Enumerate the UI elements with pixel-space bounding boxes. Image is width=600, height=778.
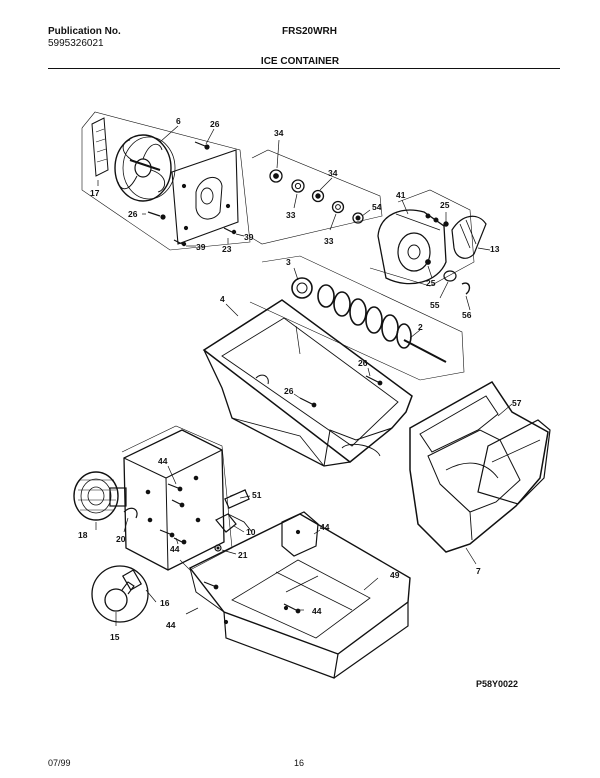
frame-leader-lines bbox=[465, 403, 513, 565]
callout-4: 4 bbox=[220, 294, 225, 304]
model-number: FRS20WRH bbox=[282, 26, 338, 37]
motor-bracket-box bbox=[123, 429, 225, 571]
callout-44-motor-bottom: 44 bbox=[170, 544, 180, 554]
part-44-plate bbox=[281, 511, 319, 557]
part-4-ice-bucket bbox=[202, 299, 413, 467]
part-3-ring bbox=[291, 277, 313, 299]
callout-44-tray: 44 bbox=[312, 606, 322, 616]
housing-leader-lines bbox=[401, 199, 491, 311]
part-33-upper bbox=[291, 179, 305, 193]
callout-23: 23 bbox=[222, 244, 232, 254]
callout-17: 17 bbox=[90, 188, 100, 198]
part-17-strip bbox=[91, 117, 109, 177]
callout-55: 55 bbox=[430, 300, 440, 310]
callout-51: 51 bbox=[252, 490, 262, 500]
callout-25-bottom: 25 bbox=[426, 278, 436, 288]
motor-leader-lines bbox=[95, 465, 179, 545]
callout-21: 21 bbox=[238, 550, 248, 560]
screws-44-motor bbox=[159, 483, 187, 545]
spacer-leader-lines bbox=[276, 139, 371, 231]
callout-44-motor-top: 44 bbox=[158, 456, 168, 466]
callout-26-bucket-upper: 26 bbox=[358, 358, 368, 368]
callout-2: 2 bbox=[418, 322, 423, 332]
screws-26-39 bbox=[147, 141, 237, 247]
header-rule bbox=[48, 68, 560, 69]
part-54-washer bbox=[352, 212, 364, 224]
callout-20: 20 bbox=[116, 534, 126, 544]
callout-39-left: 39 bbox=[196, 242, 206, 252]
part-18-motor bbox=[73, 471, 127, 521]
part-34-upper bbox=[269, 169, 283, 183]
shaft-spacers-group bbox=[251, 139, 383, 245]
part-51-solenoid bbox=[224, 489, 250, 509]
fan-assembly-group bbox=[81, 111, 251, 251]
publication-number: 5995326021 bbox=[48, 38, 104, 49]
part-10-switch-bracket bbox=[215, 513, 253, 533]
callout-54: 54 bbox=[372, 202, 382, 212]
publication-label: Publication No. bbox=[48, 26, 121, 37]
solenoid-and-tray-group bbox=[185, 489, 411, 679]
callout-3: 3 bbox=[286, 257, 291, 267]
callout-33-left: 33 bbox=[286, 210, 296, 220]
page-number: 16 bbox=[294, 758, 305, 768]
callout-labels: 17 6 26 26 39 23 39 34 34 33 33 54 41 25… bbox=[78, 116, 522, 642]
light-leader-lines bbox=[115, 589, 157, 626]
dispenser-frame-group bbox=[409, 381, 551, 565]
part-2-auger bbox=[317, 284, 447, 363]
callout-26-left: 26 bbox=[128, 209, 138, 219]
light-assembly-group bbox=[91, 565, 157, 626]
callout-25-top: 25 bbox=[440, 200, 450, 210]
auger-and-bucket-group bbox=[202, 255, 465, 467]
bucket-leader-lines bbox=[225, 267, 421, 399]
footer-date: 07/99 bbox=[48, 758, 71, 768]
tray-leader-lines bbox=[185, 495, 379, 615]
callout-10: 10 bbox=[246, 527, 256, 537]
callout-41: 41 bbox=[396, 190, 406, 200]
part-7-frame bbox=[409, 381, 549, 553]
callout-33-right: 33 bbox=[324, 236, 334, 246]
motor-bracket-group bbox=[73, 425, 233, 571]
part-21-screw bbox=[214, 544, 222, 552]
callout-13: 13 bbox=[490, 244, 500, 254]
part-16-socket bbox=[121, 569, 143, 591]
fan-leader-lines bbox=[97, 125, 245, 247]
callout-49: 49 bbox=[390, 570, 400, 580]
callout-56: 56 bbox=[462, 310, 472, 320]
drive-housing-group bbox=[369, 189, 491, 311]
callout-34-top: 34 bbox=[274, 128, 284, 138]
part-41-housing bbox=[377, 209, 447, 285]
part-20-clip bbox=[123, 507, 138, 519]
callout-6: 6 bbox=[176, 116, 181, 126]
part-34-lower bbox=[311, 189, 325, 203]
part-15-bulb bbox=[104, 581, 135, 612]
callout-18: 18 bbox=[78, 530, 88, 540]
callout-39-right: 39 bbox=[244, 232, 254, 242]
callout-16: 16 bbox=[160, 598, 170, 608]
part-49-tray bbox=[188, 513, 411, 679]
callout-26-top: 26 bbox=[210, 119, 220, 129]
section-title: ICE CONTAINER bbox=[260, 56, 340, 67]
part-57-flap bbox=[477, 419, 551, 505]
callout-26-bucket-lower: 26 bbox=[284, 386, 294, 396]
callout-44-lower-left: 44 bbox=[166, 620, 176, 630]
callout-44-plate: 44 bbox=[320, 522, 330, 532]
part-13-lever bbox=[451, 215, 487, 259]
plate-id: P58Y0022 bbox=[476, 679, 519, 689]
tray-screws-44 bbox=[203, 581, 301, 614]
bucket-screws-26 bbox=[299, 375, 383, 408]
part-6-fan bbox=[114, 134, 176, 202]
callout-15: 15 bbox=[110, 632, 120, 642]
callout-34-mid: 34 bbox=[328, 168, 338, 178]
part-33-lower bbox=[331, 200, 345, 214]
callout-7: 7 bbox=[476, 566, 481, 576]
part-23-bracket bbox=[171, 149, 239, 245]
callout-57: 57 bbox=[512, 398, 522, 408]
